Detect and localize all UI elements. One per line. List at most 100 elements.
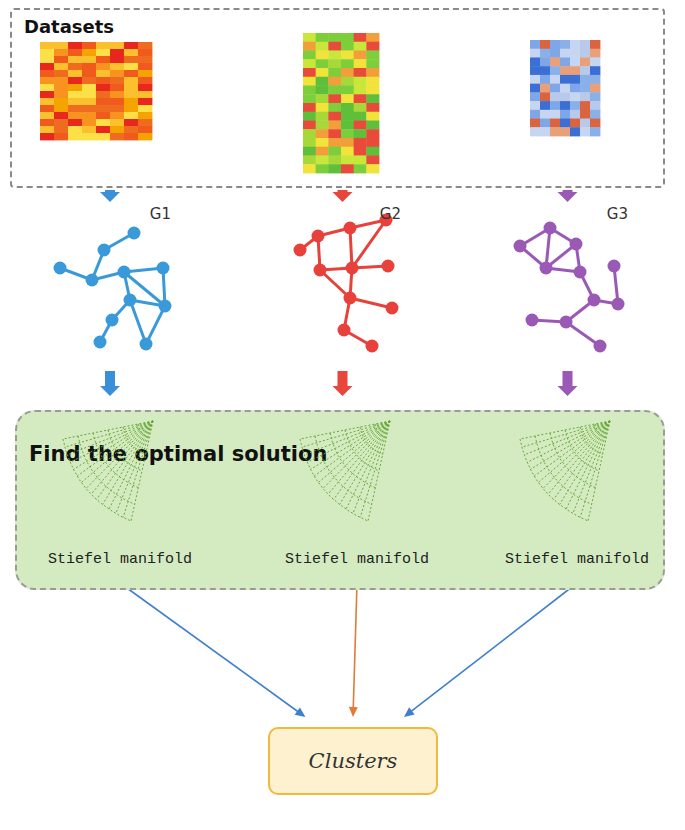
heatmap-cell	[124, 42, 138, 49]
heatmap-cell	[68, 42, 82, 49]
heatmap-cell	[68, 105, 82, 112]
manifold-stroke	[560, 421, 610, 505]
heatmap-cell	[354, 156, 367, 165]
heatmap-cell	[110, 56, 124, 63]
arrow-head	[349, 707, 358, 717]
heatmap-cell	[366, 103, 379, 112]
heatmap-cell	[530, 127, 540, 136]
heatmap-cell	[110, 119, 124, 126]
heatmap-cell	[82, 98, 96, 105]
heatmap-cell	[316, 68, 329, 77]
heatmap-cell	[530, 57, 540, 66]
manifold-stroke	[116, 421, 153, 513]
heatmap-cell	[54, 49, 68, 56]
manifold-stroke	[595, 424, 606, 438]
heatmap-cell	[68, 112, 82, 119]
heatmap-cell	[328, 59, 341, 68]
graph-vertex	[106, 314, 119, 327]
graph-vertex	[128, 227, 141, 240]
heatmap-cell	[328, 147, 341, 156]
heatmap-cell	[303, 68, 316, 77]
heatmap-cell	[540, 92, 550, 101]
heatmap-cell	[303, 51, 316, 60]
manifold-node: Stiefel manifold	[492, 417, 662, 582]
heatmap-cell	[328, 68, 341, 77]
heatmap-cell	[68, 49, 82, 56]
manifold-stroke	[63, 439, 131, 521]
heatmap-cell	[82, 126, 96, 133]
heatmap-cell	[110, 105, 124, 112]
heatmap-cell	[530, 49, 540, 58]
heatmap-cell	[138, 98, 152, 105]
manifold-stroke	[340, 421, 390, 505]
manifold-stroke	[109, 421, 153, 509]
network-graph	[294, 214, 399, 353]
manifold-stroke	[123, 421, 153, 517]
heatmap-cell	[354, 94, 367, 103]
heatmap-cell	[560, 49, 570, 58]
heatmap-cell	[316, 138, 329, 147]
heatmap-cell	[550, 110, 560, 119]
arrow-shaft	[120, 583, 298, 712]
heatmap-cell	[341, 156, 354, 165]
heatmap-cell	[68, 63, 82, 70]
heatmap-cell	[354, 33, 367, 42]
heatmap-cell	[82, 77, 96, 84]
heatmap-cell	[82, 105, 96, 112]
heatmap-cell	[82, 84, 96, 91]
heatmap-cell	[96, 126, 110, 133]
heatmap-cell	[530, 119, 540, 128]
heatmap-cell	[124, 98, 138, 105]
heatmap-cell	[366, 156, 379, 165]
node-label: Find the optimal solution	[29, 442, 327, 466]
heatmap-cell	[540, 110, 550, 119]
heatmap-cell	[40, 63, 54, 70]
arrow-head	[100, 192, 120, 202]
heatmap-cell	[341, 33, 354, 42]
heatmap-cell	[328, 33, 341, 42]
heatmap-cell	[54, 119, 68, 126]
heatmap-cell	[341, 59, 354, 68]
graph-vertex	[86, 274, 99, 287]
heatmap-cell	[303, 94, 316, 103]
heatmap-cell	[354, 68, 367, 77]
heatmap-cell	[54, 112, 68, 119]
heatmap-cell	[550, 49, 560, 58]
heatmap-cell	[570, 40, 580, 49]
graph-vertex	[294, 244, 307, 257]
heatmap-cell	[124, 56, 138, 63]
heatmap-cell	[530, 75, 540, 84]
heatmap-cell	[40, 91, 54, 98]
heatmap-cell	[580, 75, 590, 84]
network-graph	[514, 222, 625, 353]
heatmap-cell	[560, 66, 570, 75]
heatmap-cell	[110, 77, 124, 84]
graph-vertex	[382, 260, 395, 273]
heatmap-cell	[580, 110, 590, 119]
graph-vertex	[338, 324, 351, 337]
heatmap-cell	[560, 101, 570, 110]
heatmap-cell	[341, 138, 354, 147]
manifold-stroke	[566, 421, 610, 509]
heatmap-cell	[54, 77, 68, 84]
graph-node: G1	[45, 205, 175, 355]
graph-node: G2	[280, 205, 405, 355]
arrow-head	[558, 386, 578, 396]
manifold-stroke	[573, 421, 610, 513]
flow-arrow	[349, 583, 358, 717]
heatmap-cell	[580, 66, 590, 75]
graph-vertex	[124, 294, 137, 307]
heatmap-cell	[96, 49, 110, 56]
heatmap-cell	[82, 91, 96, 98]
heatmap-cell	[124, 105, 138, 112]
heatmap-cell	[341, 129, 354, 138]
arrow-head	[100, 386, 120, 396]
graph-vertex	[118, 266, 131, 279]
heatmap-cell	[354, 164, 367, 173]
heatmap-cell	[316, 33, 329, 42]
heatmap-cell	[124, 63, 138, 70]
arrow-shaft	[105, 371, 115, 387]
heatmap	[40, 42, 152, 140]
heatmap-cell	[316, 42, 329, 51]
heatmap-cell	[560, 110, 570, 119]
